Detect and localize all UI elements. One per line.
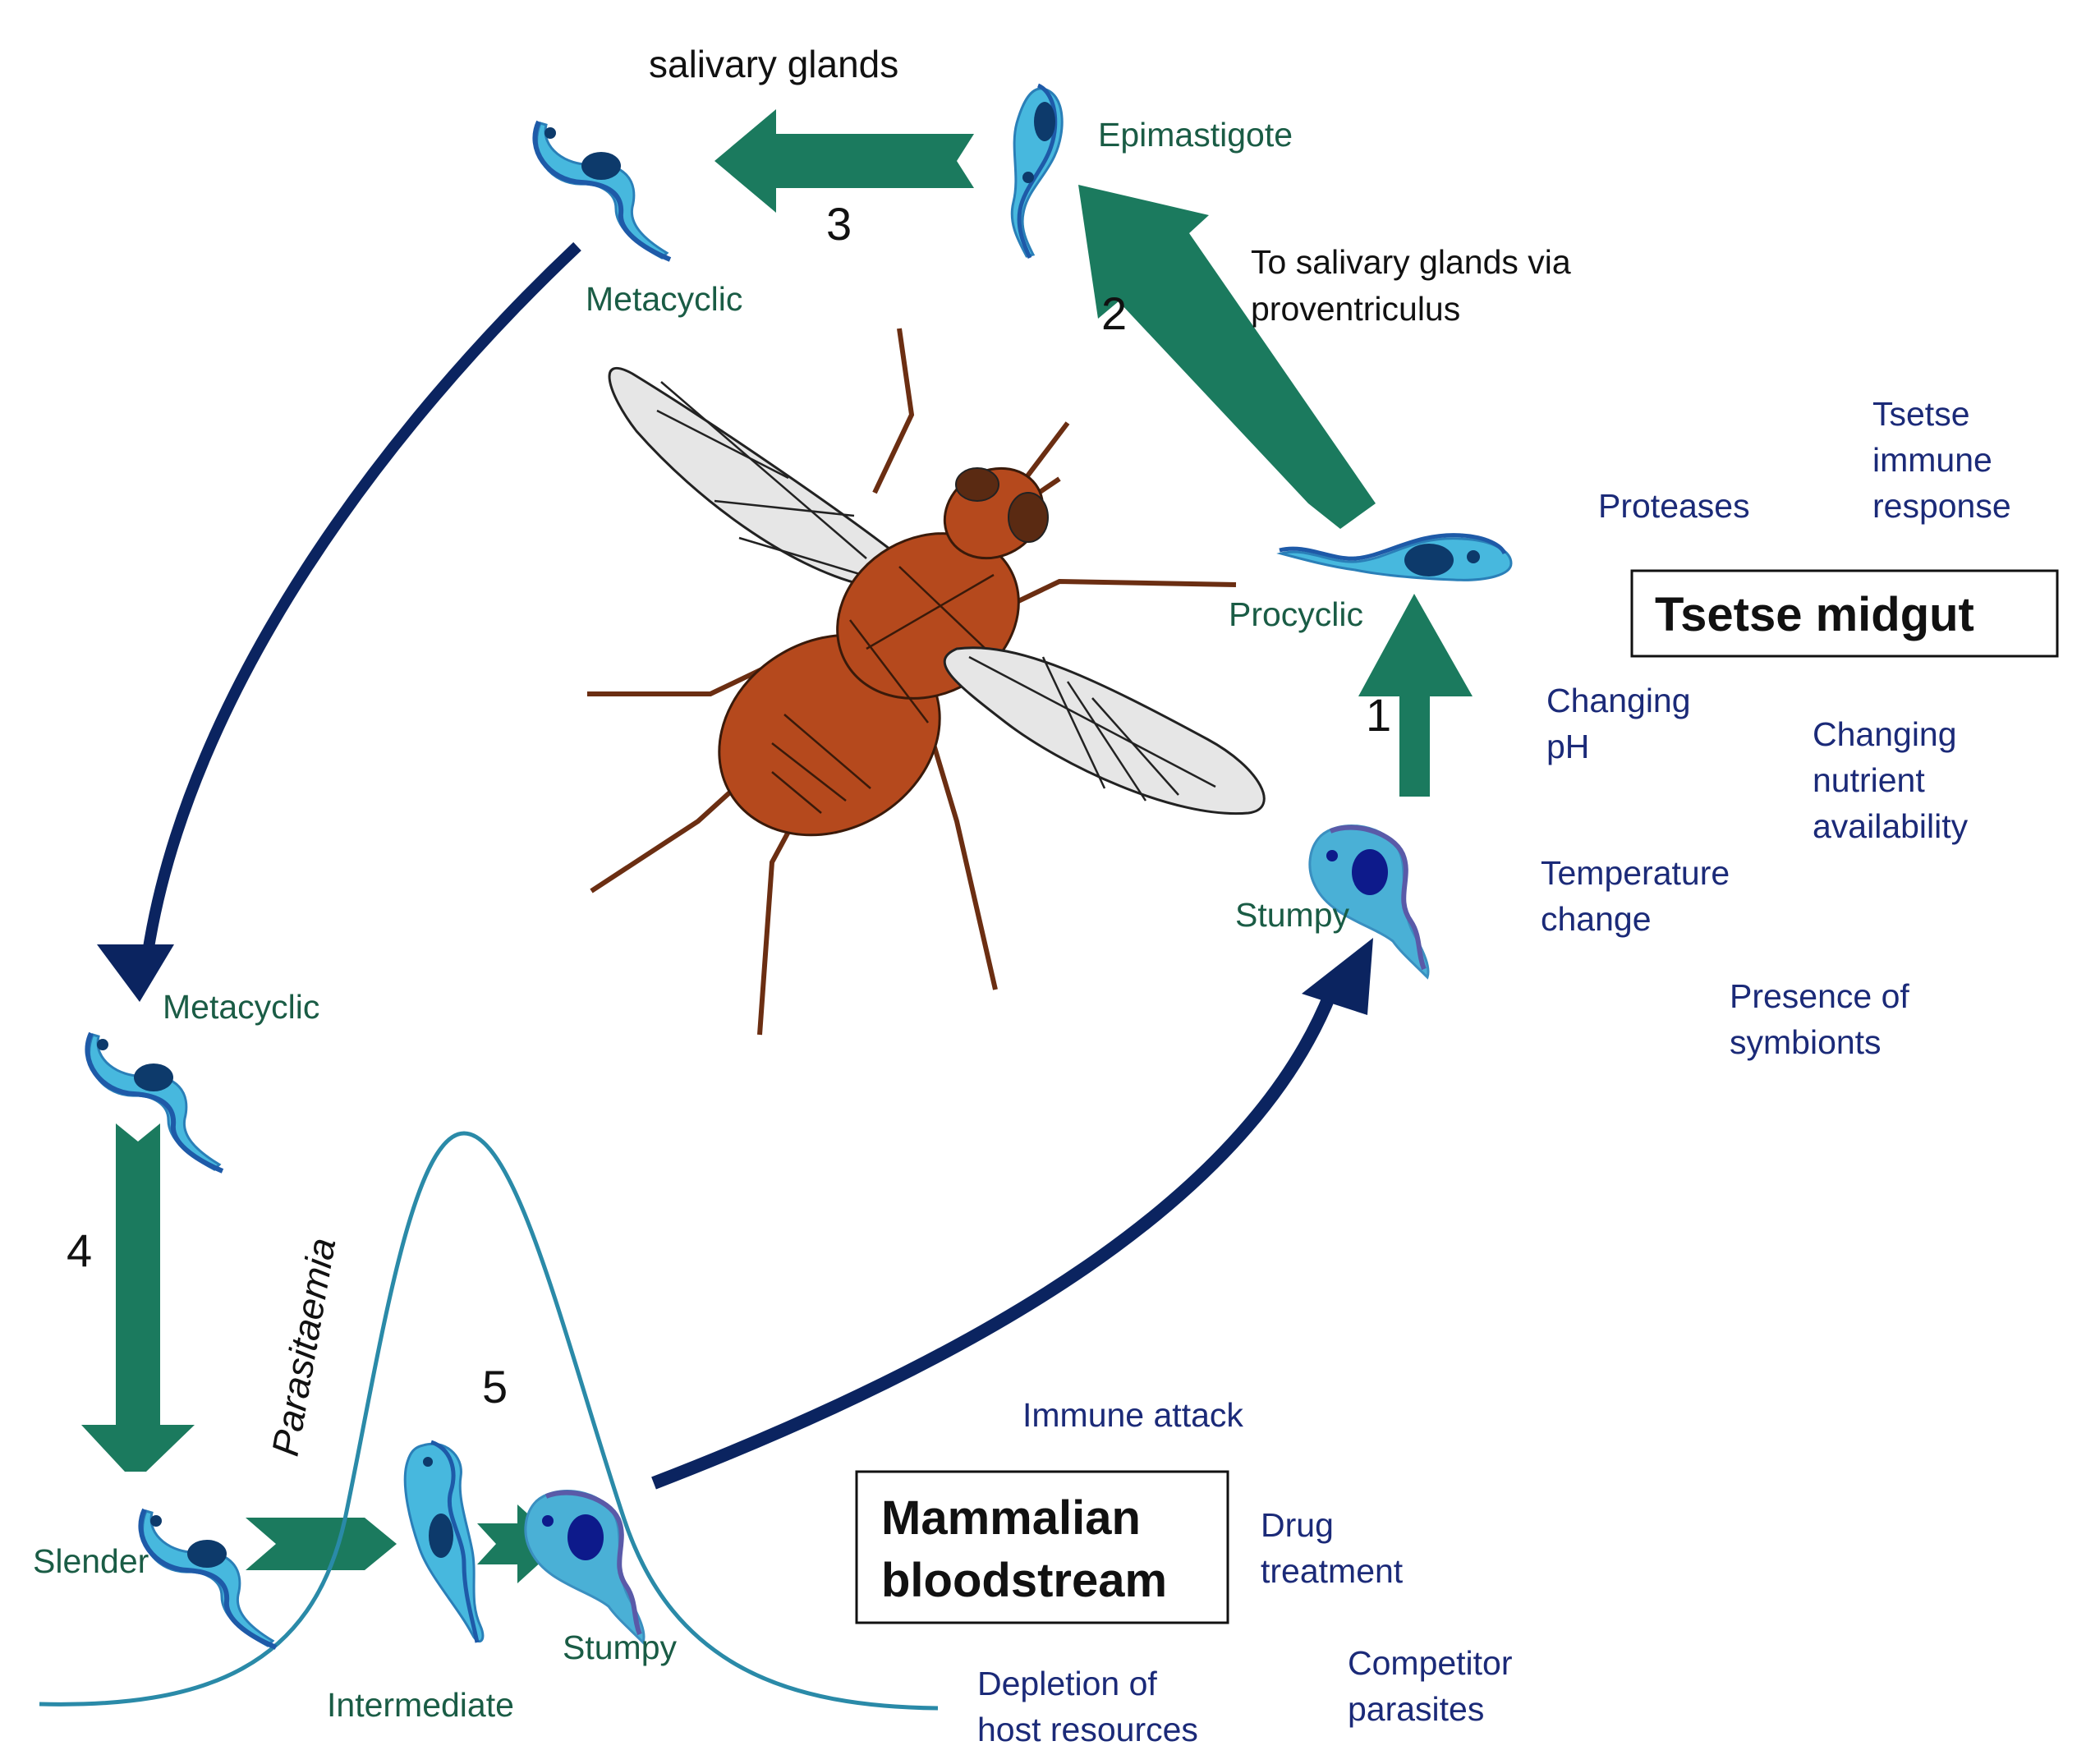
factor-immune-attack: Immune attack [1022, 1396, 1243, 1434]
factor-proteases: Proteases [1598, 487, 1750, 525]
arrow-uptake-by-tsetse [651, 991, 1337, 1490]
factor-ph-line1: Changing [1546, 682, 1691, 719]
label-epimastigote: Epimastigote [1098, 116, 1293, 154]
parasitaemia-label: Parasitaemia [264, 1234, 344, 1459]
parasite-intermediate [405, 1442, 483, 1642]
mammalian-title-line1: Mammalian [881, 1491, 1141, 1545]
factor-nutrient-line2: nutrient [1813, 761, 1925, 799]
arrow-step4 [81, 1123, 195, 1472]
factor-depletion-line1: Depletion of [977, 1665, 1157, 1702]
step-number-4: 4 [67, 1224, 92, 1276]
arrow-transmission-to-mammal [142, 241, 581, 954]
arrow-step5a [246, 1518, 397, 1570]
factor-drug-line1: Drug [1261, 1506, 1334, 1544]
mammalian-bloodstream-box [855, 1470, 1229, 1624]
step-number-1: 1 [1366, 689, 1391, 741]
parasitaemia-curve [39, 1131, 939, 1711]
arrow-step1 [1358, 594, 1473, 797]
mammalian-title-line2: bloodstream [881, 1554, 1167, 1607]
tsetse-fly-illustration [587, 328, 1266, 1036]
factor-competitor-line2: parasites [1348, 1690, 1484, 1728]
factor-symbionts-line2: symbionts [1730, 1023, 1882, 1061]
tsetse-midgut-title: Tsetse midgut [1655, 588, 1974, 641]
arrow-step5b [477, 1504, 561, 1583]
factor-symbionts-line1: Presence of [1730, 977, 1909, 1015]
parasite-stumpy-blood [526, 1491, 644, 1643]
label-stumpy-blood: Stumpy [563, 1628, 677, 1666]
step-number-5: 5 [482, 1361, 508, 1413]
parasite-procyclic [1280, 535, 1511, 581]
route-note-line1: To salivary glands via [1251, 243, 1571, 281]
arrow-step2 [1078, 185, 1376, 529]
factor-nutrient-line1: Changing [1813, 715, 1957, 753]
factor-temperature-line2: change [1541, 900, 1652, 938]
factor-drug-line2: treatment [1261, 1552, 1404, 1590]
salivary-glands-label: salivary glands [649, 43, 898, 85]
tsetse-midgut-box [1630, 569, 2059, 658]
arrow-uptake-by-tsetse-head [1302, 938, 1373, 1015]
step-number-3: 3 [826, 198, 852, 250]
route-note-line2: proventriculus [1251, 290, 1460, 328]
label-stumpy-tsetse: Stumpy [1235, 896, 1349, 934]
arrow-step3 [714, 109, 974, 213]
label-metacyclic-top: Metacyclic [586, 280, 742, 318]
factor-temperature-line1: Temperature [1541, 854, 1730, 892]
factor-competitor-line1: Competitor [1348, 1644, 1513, 1682]
label-procyclic: Procyclic [1229, 595, 1363, 633]
factor-immune-line2: immune [1872, 441, 1992, 479]
arrow-transmission-to-mammal-head [97, 944, 174, 1002]
factor-depletion-line2: host resources [977, 1711, 1198, 1748]
factor-immune-line3: response [1872, 487, 2011, 525]
parasite-epimastigote [1012, 85, 1062, 258]
factor-immune-line1: Tsetse [1872, 395, 1970, 433]
parasite-slender [140, 1509, 276, 1647]
step-number-2: 2 [1101, 287, 1127, 339]
label-metacyclic-left: Metacyclic [163, 988, 319, 1026]
label-slender: Slender [33, 1542, 149, 1580]
factor-nutrient-line3: availability [1813, 807, 1969, 845]
factor-ph-line2: pH [1546, 728, 1589, 765]
parasite-metacyclic-top [535, 122, 670, 260]
label-intermediate: Intermediate [327, 1686, 514, 1724]
